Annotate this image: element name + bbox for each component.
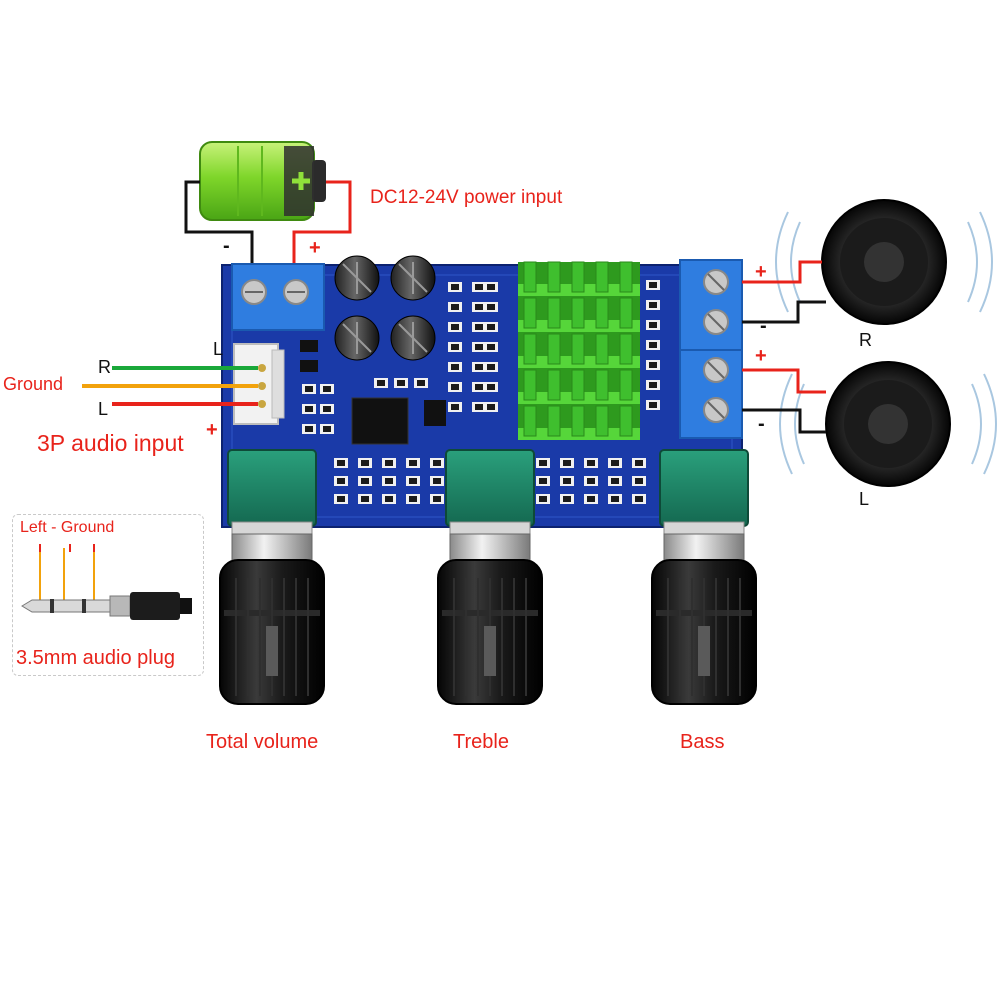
- ic-chip-small: [424, 400, 446, 426]
- plug-pin-labels: Left - Ground: [20, 519, 115, 536]
- knob-group: [219, 449, 757, 705]
- ic-chip: [351, 397, 409, 445]
- connector-l-label: L: [213, 339, 224, 359]
- power-plus-label: +: [309, 237, 321, 259]
- speaker-icon-r: [775, 199, 993, 325]
- knob-label-bass: Bass: [680, 731, 725, 753]
- speaker-r-minus: -: [760, 315, 767, 337]
- speaker-l-label: L: [859, 489, 870, 509]
- wire-r-label: R: [98, 357, 111, 377]
- audio-input-plus: +: [206, 419, 218, 441]
- wire-ground-label: Ground: [3, 374, 64, 394]
- knob-label-volume: Total volume: [206, 731, 319, 753]
- heatsink: [518, 261, 640, 440]
- speaker-r-plus: +: [755, 261, 767, 283]
- knob-label-treble: Treble: [453, 731, 509, 753]
- power-input-label: DC12-24V power input: [370, 187, 563, 208]
- plug-callout-box: [12, 514, 204, 676]
- power-minus-label: -: [223, 235, 230, 257]
- plug-caption: 3.5mm audio plug: [16, 647, 175, 669]
- wire-l-label: L: [98, 399, 109, 419]
- battery-icon: [199, 141, 326, 221]
- speaker-l-minus: -: [758, 413, 765, 435]
- audio-input-title: 3P audio input: [37, 430, 184, 456]
- speaker-terminal-blocks: [679, 259, 743, 439]
- speaker-l-plus: +: [755, 345, 767, 367]
- speaker-r-label: R: [859, 330, 872, 350]
- audio-plug-icon: [21, 544, 192, 620]
- speaker-icon-l: [779, 361, 997, 487]
- capacitors: [334, 255, 436, 361]
- power-terminal-block: [231, 263, 325, 331]
